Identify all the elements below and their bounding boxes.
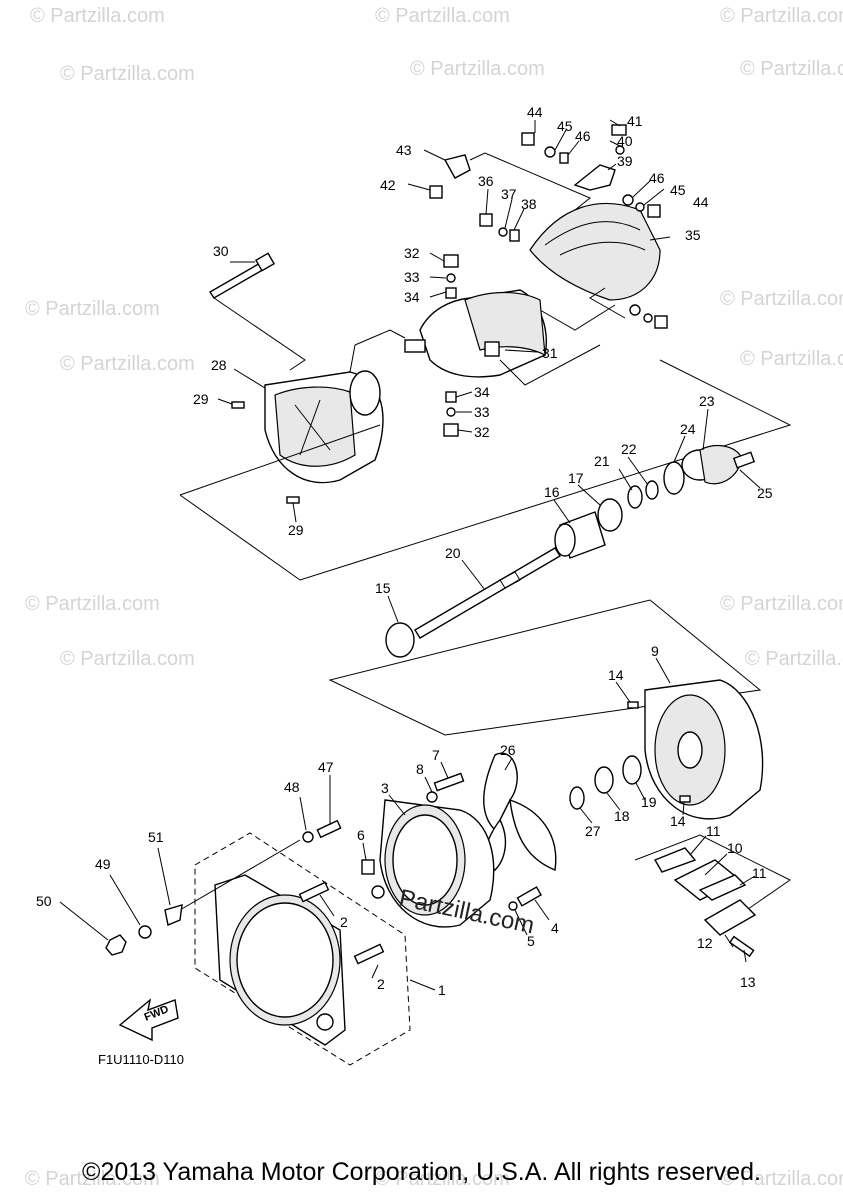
watermark-layer: © Partzilla.com © Partzilla.com © Partzi… <box>25 5 843 1190</box>
callout: 45 <box>557 118 573 134</box>
callout: 22 <box>621 441 637 457</box>
diagram-code: F1U1110-D110 <box>98 1052 184 1067</box>
grate-group <box>634 834 791 958</box>
svg-text:© Partzilla.com: © Partzilla.com <box>60 648 195 670</box>
callout: 42 <box>380 177 396 193</box>
callout: 14 <box>608 667 624 683</box>
callout: 46 <box>575 128 591 144</box>
svg-text:© Partzilla.com: © Partzilla.com <box>60 63 195 85</box>
callout: 11 <box>752 865 767 881</box>
leader-lines <box>59 119 761 991</box>
callout: 41 <box>627 113 643 129</box>
callout: 2 <box>377 976 385 992</box>
callout: 14 <box>670 813 686 829</box>
svg-text:© Partzilla.com: © Partzilla.com <box>720 593 843 615</box>
callout: 2 <box>340 914 348 930</box>
callout: 32 <box>474 424 490 440</box>
svg-text:© Partzilla.com: © Partzilla.com <box>60 353 195 375</box>
callout: 32 <box>404 245 420 261</box>
svg-text:© Partzilla.com: © Partzilla.com <box>720 5 843 27</box>
callout: 50 <box>36 893 52 909</box>
nozzle-group <box>404 254 601 437</box>
callout: 1 <box>438 982 446 998</box>
callout: 49 <box>95 856 111 872</box>
callout: 38 <box>521 196 537 212</box>
svg-text:© Partzilla.com: © Partzilla.com <box>375 1168 510 1190</box>
callout: 9 <box>651 643 659 659</box>
callout: 34 <box>404 289 420 305</box>
copyright-text: ©2013 Yamaha Motor Corporation, U.S.A. A… <box>82 1158 761 1186</box>
callout: 27 <box>585 823 601 839</box>
callout: 18 <box>614 808 630 824</box>
callout: 12 <box>697 935 713 951</box>
callout: 40 <box>617 133 633 149</box>
shaft-group <box>179 359 792 736</box>
deflector-group <box>429 124 668 331</box>
callout: 20 <box>445 545 461 561</box>
callout: 51 <box>148 829 164 845</box>
callout: 47 <box>318 759 334 775</box>
callout: 24 <box>680 421 696 437</box>
callout: 19 <box>641 794 657 810</box>
svg-text:© Partzilla.com: © Partzilla.com <box>740 58 843 80</box>
callout: 26 <box>500 742 516 758</box>
callout: 39 <box>617 153 633 169</box>
callout: 10 <box>727 840 743 856</box>
housing-3-group <box>361 799 542 928</box>
callout: 34 <box>474 384 490 400</box>
svg-text:© Partzilla.com: © Partzilla.com <box>410 58 545 80</box>
callout: 36 <box>478 173 494 189</box>
callout: 44 <box>693 194 709 210</box>
callout: 21 <box>594 453 610 469</box>
svg-text:© Partzilla.com: © Partzilla.com <box>25 593 160 615</box>
callout: 8 <box>416 761 424 777</box>
callout: 37 <box>501 186 517 202</box>
callout: 7 <box>432 747 440 763</box>
callout: 33 <box>404 269 420 285</box>
callout: 28 <box>211 357 227 373</box>
callout: 17 <box>568 470 584 486</box>
plate-1-group <box>105 819 411 1066</box>
svg-text:© Partzilla.com: © Partzilla.com <box>25 1168 160 1190</box>
callout: 48 <box>284 779 300 795</box>
svg-text:© Partzilla.com: © Partzilla.com <box>375 5 510 27</box>
svg-text:© Partzilla.com: © Partzilla.com <box>720 1168 843 1190</box>
callout: 30 <box>213 243 229 259</box>
callout: 13 <box>740 974 756 990</box>
callout: 3 <box>381 780 389 796</box>
callout: 29 <box>288 522 304 538</box>
callout: 44 <box>527 104 543 120</box>
callout: 46 <box>649 170 665 186</box>
svg-text:© Partzilla.com: © Partzilla.com <box>720 288 843 310</box>
callout: 16 <box>544 484 560 500</box>
callout-labels: 44 45 46 41 40 39 43 42 36 37 38 46 45 4… <box>36 104 773 998</box>
callout: 6 <box>357 827 365 843</box>
callout: 35 <box>685 227 701 243</box>
svg-text:© Partzilla.com: © Partzilla.com <box>745 648 843 670</box>
callout: 5 <box>527 933 535 949</box>
callout: 45 <box>670 182 686 198</box>
callout: 15 <box>375 580 391 596</box>
svg-text:© Partzilla.com: © Partzilla.com <box>30 5 165 27</box>
callout: 33 <box>474 404 490 420</box>
housing-28-group <box>209 252 406 504</box>
housing-9-group <box>569 679 764 820</box>
callout: 23 <box>699 393 715 409</box>
callout: 11 <box>706 823 721 839</box>
svg-text:© Partzilla.com: © Partzilla.com <box>25 298 160 320</box>
callout: 43 <box>396 142 412 158</box>
callout: 4 <box>551 920 559 936</box>
callout: 31 <box>542 345 558 361</box>
svg-text:© Partzilla.com: © Partzilla.com <box>740 348 843 370</box>
callout: 29 <box>193 391 209 407</box>
callout: 25 <box>757 485 773 501</box>
